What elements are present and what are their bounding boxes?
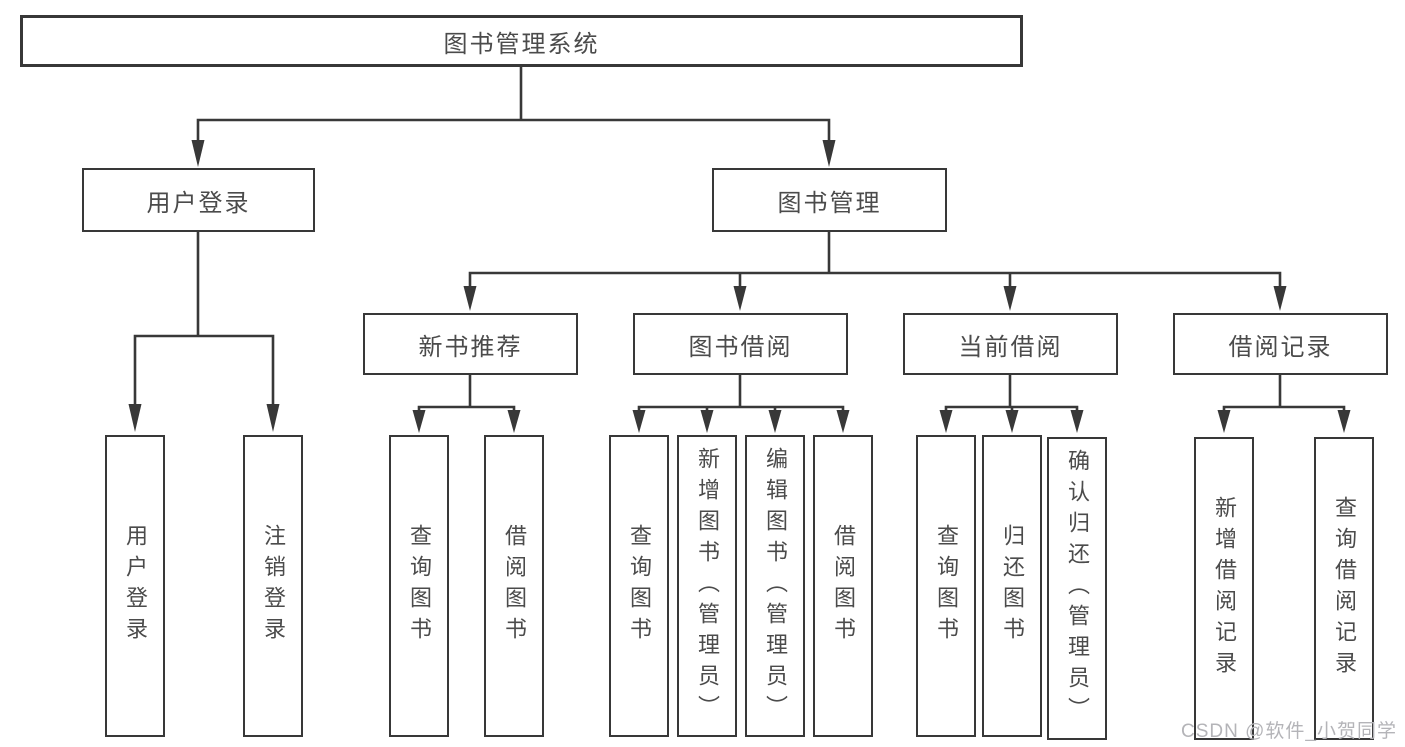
arrowhead-icon bbox=[266, 404, 280, 432]
node-current-borrow-label: 当前借阅 bbox=[958, 333, 1063, 361]
arrowhead-icon bbox=[1273, 286, 1287, 311]
arrowhead-icon bbox=[191, 140, 205, 167]
node-borrow-record-label: 借阅记录 bbox=[1228, 333, 1333, 361]
arrowhead-icon bbox=[463, 286, 477, 311]
leaf-return-book: 归还图书 bbox=[982, 435, 1042, 737]
node-user-login-label: 用户登录 bbox=[146, 189, 251, 217]
node-borrow-record: 借阅记录 bbox=[1173, 313, 1388, 375]
node-current-borrow: 当前借阅 bbox=[903, 313, 1118, 375]
node-book-management-label: 图书管理 bbox=[777, 189, 882, 217]
leaf-confirm-return-admin: 确认归还（管理员） bbox=[1047, 437, 1107, 740]
connector-book-management-to-level3 bbox=[463, 232, 1287, 311]
arrowhead-icon bbox=[939, 410, 953, 433]
leaf-add-borrow-record: 新增借阅记录 bbox=[1194, 437, 1254, 740]
leaf-query-borrow-record: 查询借阅记录 bbox=[1314, 437, 1374, 740]
connector-new-book-to-leaves bbox=[412, 375, 521, 433]
leaf-add-borrow-record-label: 新增借阅记录 bbox=[1212, 495, 1237, 682]
leaf-logout: 注销登录 bbox=[243, 435, 303, 737]
leaf-borrow-book-label: 借阅图书 bbox=[831, 524, 856, 648]
arrowhead-icon bbox=[1003, 286, 1017, 311]
arrowhead-icon bbox=[128, 404, 142, 432]
leaf-query-book-current: 查询图书 bbox=[916, 435, 976, 737]
arrowhead-icon bbox=[412, 410, 426, 433]
leaf-user-login-label: 用户登录 bbox=[123, 524, 148, 648]
arrowhead-icon bbox=[1070, 410, 1084, 433]
connector-book-borrow-to-leaves bbox=[632, 375, 850, 433]
leaf-edit-book-admin: 编辑图书（管理员） bbox=[745, 435, 805, 737]
leaf-query-book-recommend-label: 查询图书 bbox=[407, 524, 432, 648]
leaf-return-book-label: 归还图书 bbox=[1000, 524, 1025, 648]
connector-root-to-level2 bbox=[191, 67, 836, 167]
connector-current-borrow-to-leaves bbox=[939, 375, 1084, 433]
node-book-management: 图书管理 bbox=[712, 168, 947, 232]
leaf-add-book-admin: 新增图书（管理员） bbox=[677, 435, 737, 737]
leaf-borrow-book-recommend: 借阅图书 bbox=[484, 435, 544, 737]
arrowhead-icon bbox=[700, 410, 714, 433]
leaf-confirm-return-admin-label: 确认归还（管理员） bbox=[1065, 449, 1090, 728]
arrowhead-icon bbox=[507, 410, 521, 433]
leaf-query-book-current-label: 查询图书 bbox=[934, 524, 959, 648]
arrowhead-icon bbox=[1337, 410, 1351, 433]
leaf-edit-book-admin-label: 编辑图书（管理员） bbox=[763, 446, 788, 726]
node-book-borrow: 图书借阅 bbox=[633, 313, 848, 375]
leaf-query-book-recommend: 查询图书 bbox=[389, 435, 449, 737]
node-library-system: 图书管理系统 bbox=[20, 15, 1023, 67]
leaf-user-login: 用户登录 bbox=[105, 435, 165, 737]
node-book-borrow-label: 图书借阅 bbox=[688, 333, 793, 361]
leaf-add-book-admin-label: 新增图书（管理员） bbox=[695, 446, 720, 726]
arrowhead-icon bbox=[632, 410, 646, 433]
arrowhead-icon bbox=[1217, 410, 1231, 433]
node-new-book-recommend-label: 新书推荐 bbox=[418, 333, 523, 361]
arrowhead-icon bbox=[1005, 410, 1019, 433]
leaf-logout-label: 注销登录 bbox=[261, 524, 286, 648]
arrowhead-icon bbox=[822, 140, 836, 167]
node-library-system-label: 图书管理系统 bbox=[443, 30, 600, 58]
arrowhead-icon bbox=[733, 286, 747, 311]
node-new-book-recommend: 新书推荐 bbox=[363, 313, 578, 375]
connector-borrow-record-to-leaves bbox=[1217, 375, 1351, 433]
leaf-query-book-borrow-label: 查询图书 bbox=[627, 524, 652, 648]
leaf-query-book-borrow: 查询图书 bbox=[609, 435, 669, 737]
node-user-login: 用户登录 bbox=[82, 168, 315, 232]
arrowhead-icon bbox=[836, 410, 850, 433]
leaf-query-borrow-record-label: 查询借阅记录 bbox=[1332, 495, 1357, 682]
arrowhead-icon bbox=[768, 410, 782, 433]
leaf-borrow-book-recommend-label: 借阅图书 bbox=[502, 524, 527, 648]
connector-user-login-to-leaves bbox=[128, 232, 280, 432]
leaf-borrow-book: 借阅图书 bbox=[813, 435, 873, 737]
csdn-watermark: CSDN @软件_小贺同学 bbox=[1181, 721, 1397, 742]
